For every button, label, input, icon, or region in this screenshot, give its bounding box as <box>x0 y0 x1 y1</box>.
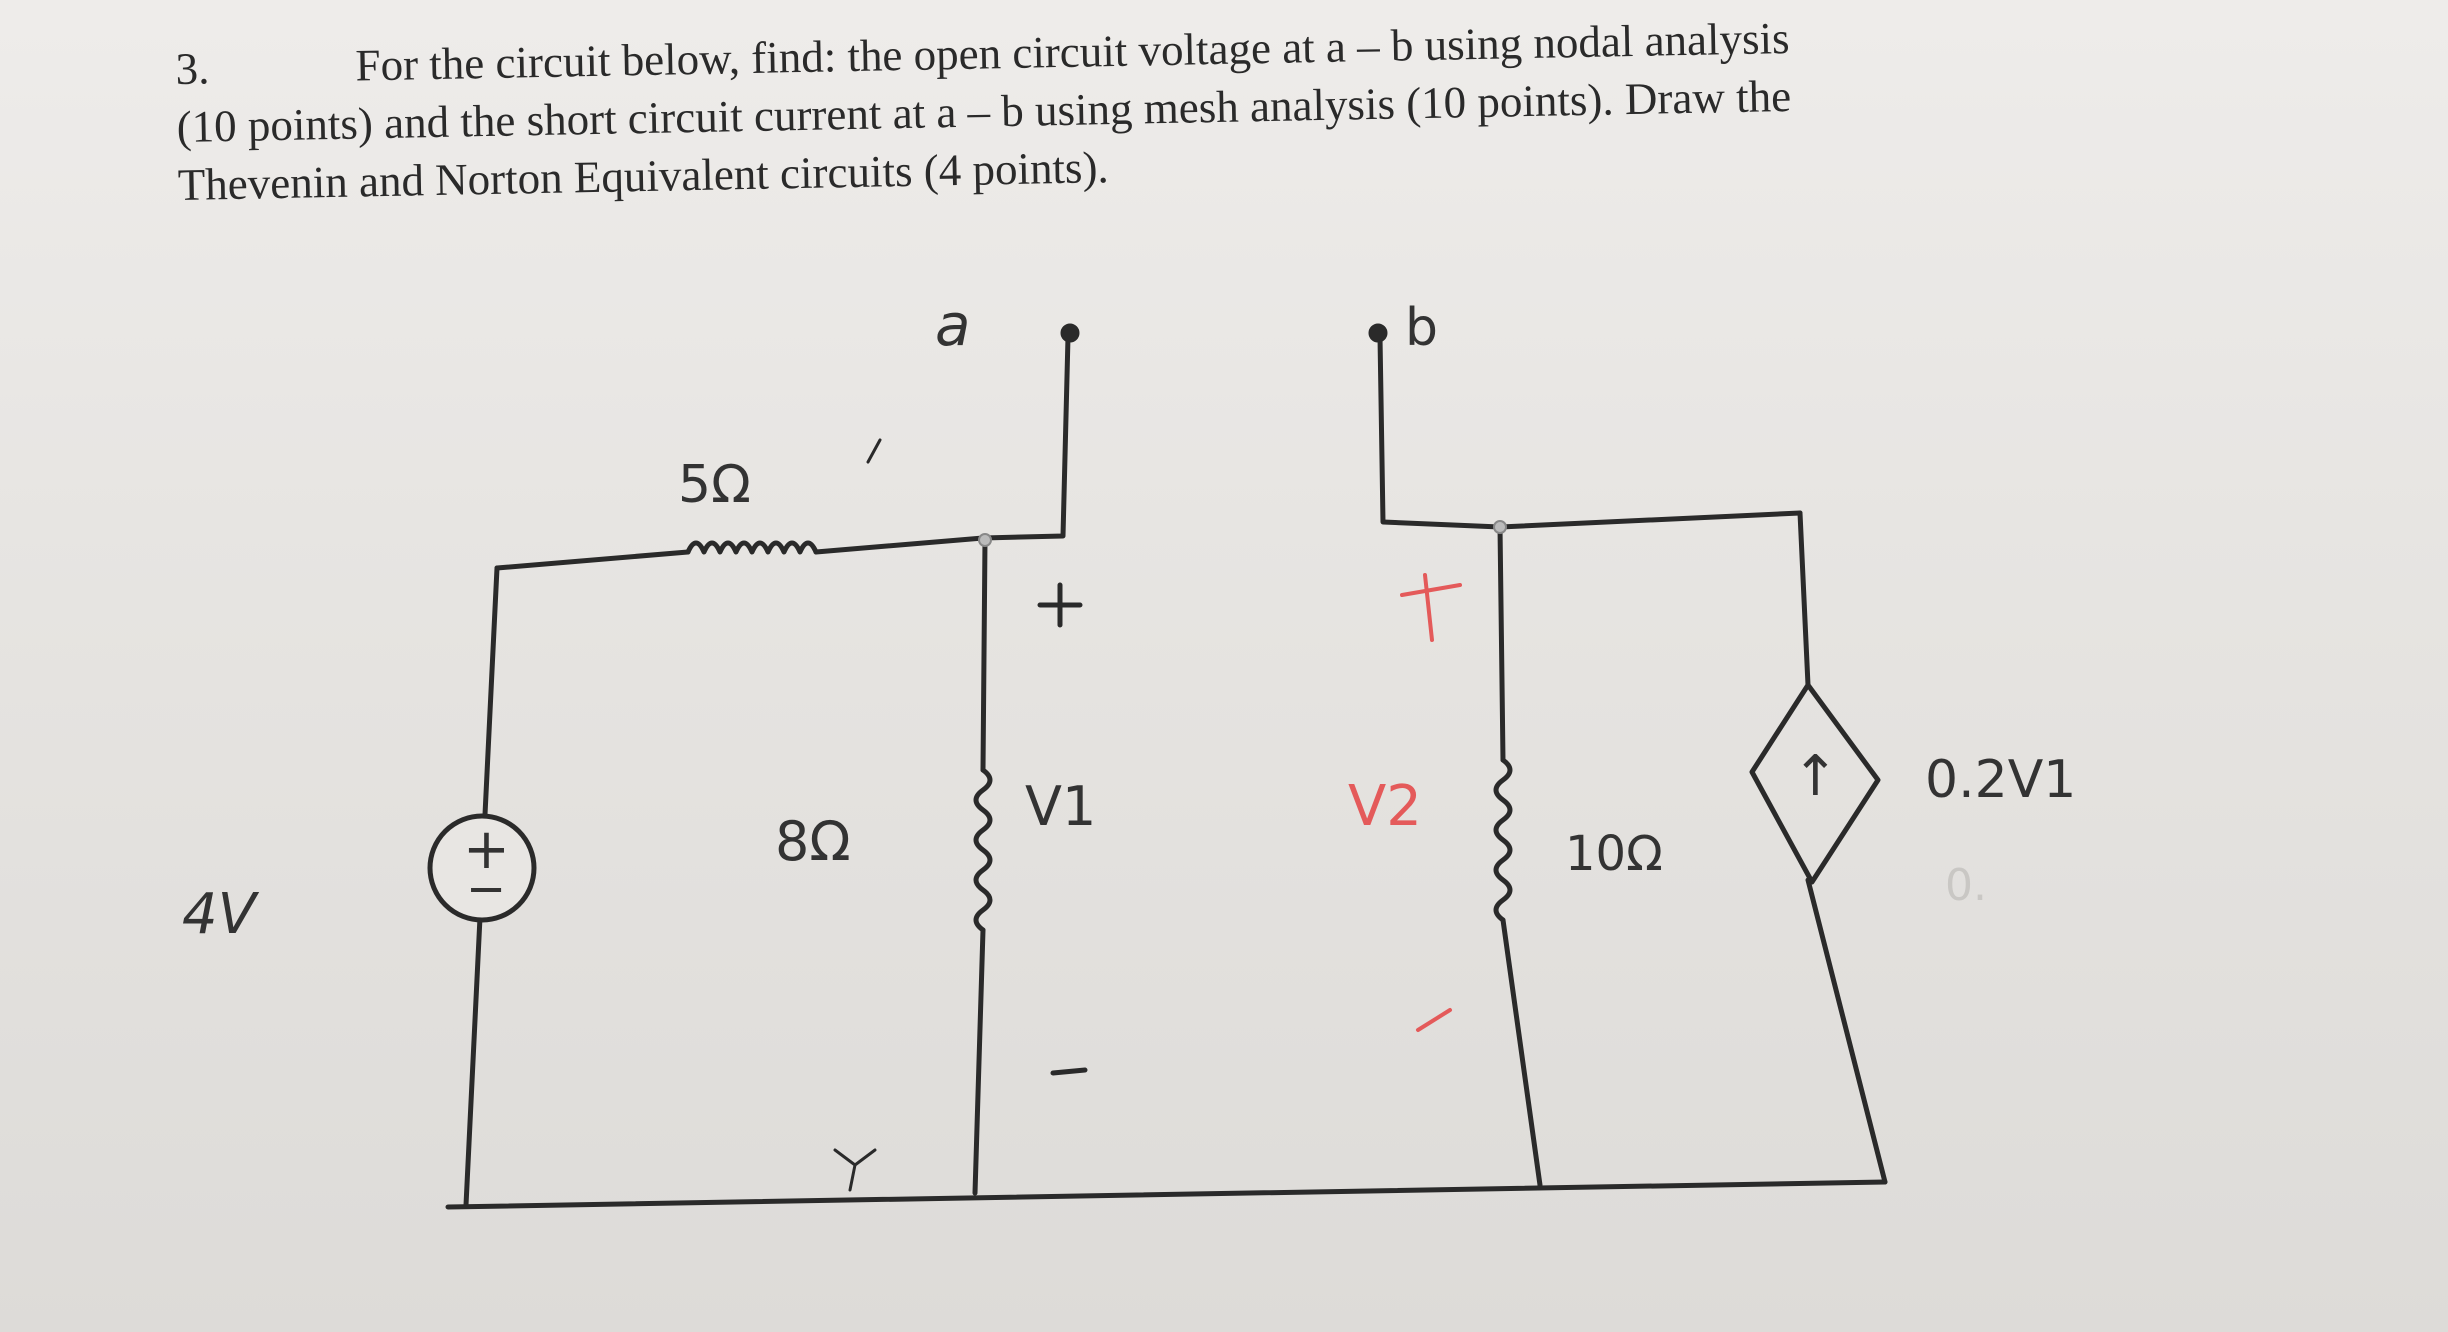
voltage-source-circle <box>427 813 537 923</box>
node-left-dot <box>978 533 992 547</box>
wire-10-branch-top <box>1497 524 1506 763</box>
resistor-5-zigzag <box>685 540 819 555</box>
resistor-8-zigzag <box>973 767 993 933</box>
v2-label: V2 <box>1348 774 1422 839</box>
source-voltage-label: 4V <box>182 882 260 947</box>
small-arrow-mark <box>833 1148 877 1192</box>
tick-mark <box>866 438 882 464</box>
v2-plus-mark <box>1400 573 1462 642</box>
v1-minus-mark <box>1050 1067 1088 1076</box>
v2-minus-mark <box>1416 1008 1452 1032</box>
dependent-source-label: 0.2V1 <box>1925 750 2076 810</box>
top-left-wire <box>494 549 691 571</box>
source-plus-label: + <box>463 817 510 882</box>
resistor-10-label: 10Ω <box>1565 826 1663 882</box>
wire-10-branch-bottom <box>1500 917 1543 1188</box>
wire-dep-top <box>1797 510 1811 688</box>
wire-8-branch-top <box>980 537 988 773</box>
terminal-a-dot <box>1060 323 1080 343</box>
source-minus-label: − <box>466 861 506 917</box>
v1-plus-mark <box>1037 582 1083 628</box>
terminal-b-label: b <box>1405 298 1438 358</box>
v1-label: V1 <box>1025 775 1096 838</box>
wire-dep-bottom <box>1805 877 1888 1185</box>
wire-5-to-node <box>813 535 986 555</box>
faint-note: 0. <box>1945 860 1987 911</box>
dependent-arrow: ↑ <box>1792 744 1839 809</box>
dependent-source-diamond <box>1749 682 1881 885</box>
wire-b-down <box>1377 334 1503 530</box>
wire-node-to-a <box>980 334 1071 541</box>
node-right-dot <box>1493 520 1507 534</box>
terminal-b-dot <box>1368 323 1388 343</box>
top-right-wire <box>1497 510 1803 530</box>
resistor-10-zigzag <box>1493 757 1513 923</box>
terminal-a-label: a <box>935 291 971 359</box>
wire-8-branch-bottom <box>972 927 986 1196</box>
resistor-5-label: 5Ω <box>678 455 751 515</box>
resistor-8-label: 8Ω <box>775 810 851 873</box>
ground-wire <box>445 1179 1888 1210</box>
